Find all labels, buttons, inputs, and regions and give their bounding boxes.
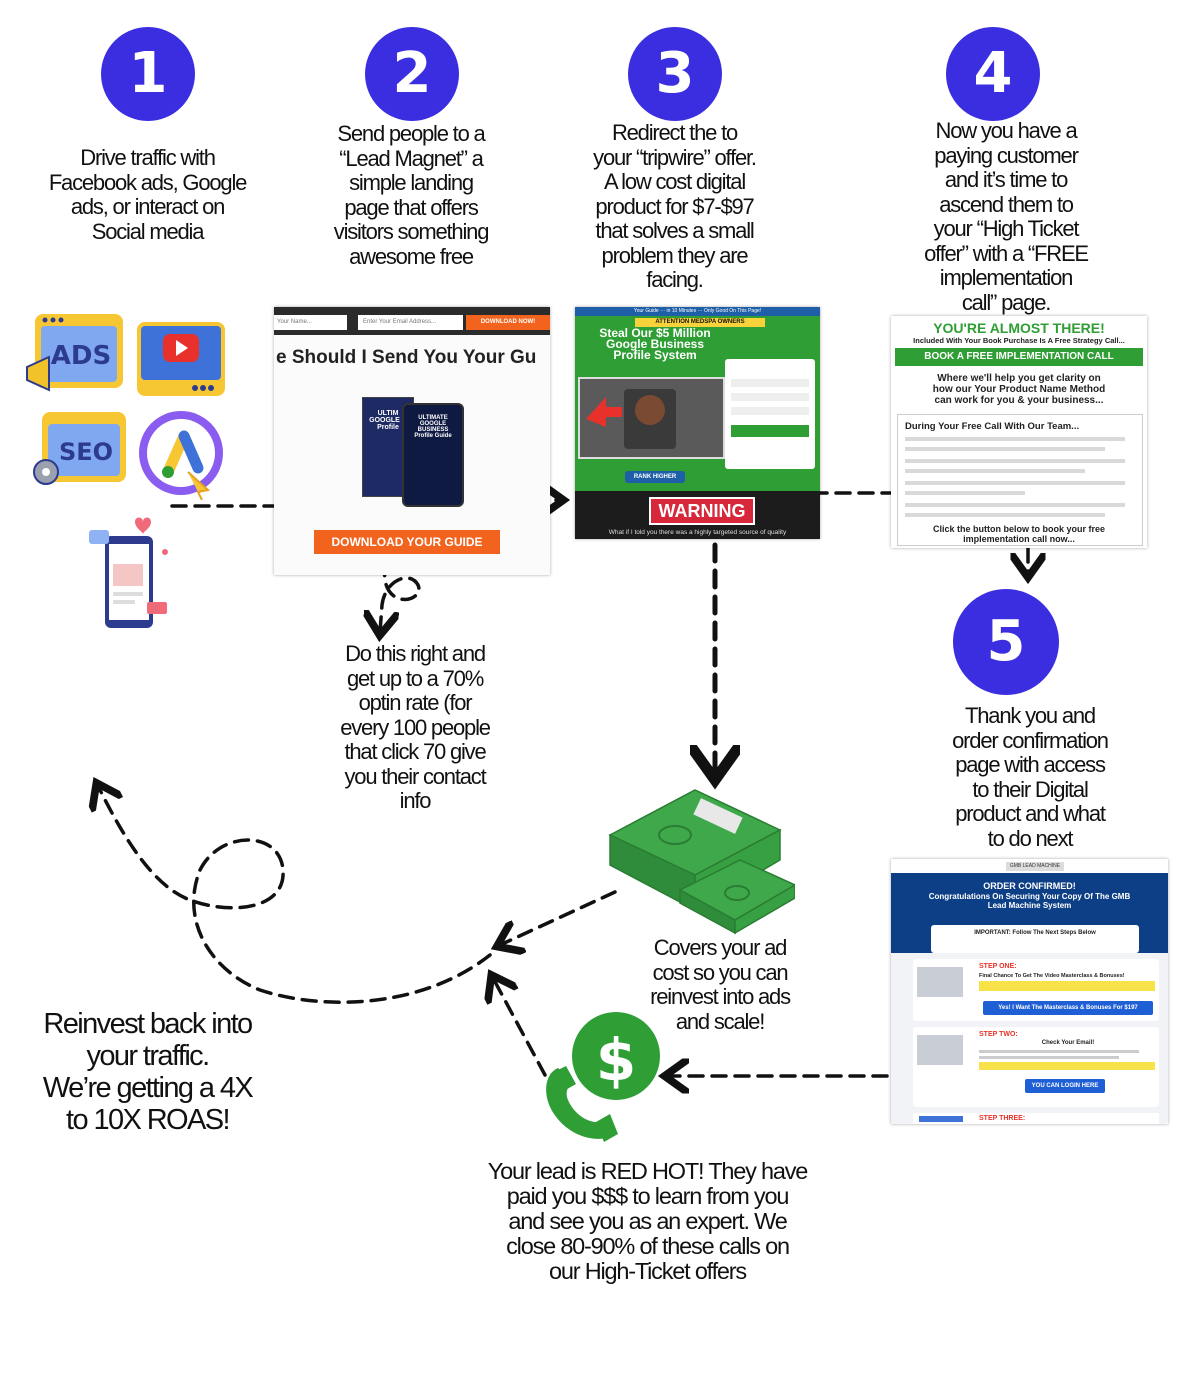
money-phone-icon: $ [540, 1010, 665, 1145]
ad-cost-note: Covers your ad cost so you can reinvest … [650, 935, 791, 1034]
step-two-heading: Check Your Email! [1041, 1040, 1095, 1046]
strategy-description: Where we'll help you get clarity on how … [932, 373, 1106, 406]
name-input[interactable]: Your Name... [274, 315, 347, 330]
book-call-button[interactable]: BOOK A FREE IMPLEMENTATION CALL [895, 348, 1143, 366]
download-guide-button[interactable]: DOWNLOAD YOUR GUIDE [314, 530, 500, 554]
warning-banner: WARNING [649, 497, 755, 525]
step-4-badge: 4 [946, 27, 1040, 121]
tripwire-headline: Steal Our $5 Million Google Business Pro… [599, 326, 711, 362]
svg-text:SEO: SEO [59, 438, 113, 466]
tripwire-video[interactable] [578, 377, 725, 459]
masterclass-button[interactable]: Yes! I Want The Masterclass & Bonuses Fo… [983, 1001, 1153, 1015]
step-2-badge: 2 [365, 27, 459, 121]
lead-page-headline: e Should I Send You Your Gu [276, 347, 537, 368]
step-1-badge: 1 [101, 27, 195, 121]
svg-text:ADS: ADS [51, 341, 111, 371]
strategy-subheadline: Included With Your Book Purchase Is A Fr… [913, 336, 1125, 345]
book-cover-2: ULTIMATE GOOGLE BUSINESS Profile Guide [402, 403, 464, 507]
optin-rate-note: Do this right and get up to a 70% optin … [340, 641, 491, 813]
youtube-icon [135, 320, 227, 400]
order-confirmation-page: GMB LEAD MACHINE ORDER CONFIRMED! Congra… [891, 859, 1168, 1124]
hot-lead-note: Your lead is RED HOT! They have paid you… [487, 1158, 809, 1284]
arrow-money-to-loop [500, 890, 617, 945]
order-confirmed-title: ORDER CONFIRMED! [983, 881, 1076, 891]
step-2-text: Send people to a “Lead Magnet” a simple … [333, 121, 490, 269]
confirm-logo: GMB LEAD MACHINE [1006, 862, 1064, 871]
attention-banner: ATTENTION MEDSPA OWNERS [635, 318, 765, 327]
svg-text:$: $ [596, 1026, 636, 1094]
email-input[interactable]: Enter Your Email Address... [358, 315, 463, 330]
during-call-heading: During Your Free Call With Our Team... [905, 421, 1080, 432]
money-stack-icon [605, 785, 797, 935]
lead-magnet-page: Your Name... Enter Your Email Address...… [274, 307, 550, 575]
strategy-closing-text: Click the button below to book your free… [932, 524, 1105, 544]
tripwire-topbar: Your Guide ··· in 10 Minutes ··· Only Go… [575, 307, 820, 316]
step-3-text: Redirect the to your “tripwire” offer. A… [593, 120, 757, 292]
step-one-heading: Final Chance To Get The Video Masterclas… [979, 973, 1125, 979]
strategy-call-page: YOU'RE ALMOST THERE! Included With Your … [891, 316, 1147, 548]
step-4-text: Now you have a paying customer and it’s … [924, 118, 1089, 315]
step-three-label: STEP THREE: [979, 1115, 1026, 1122]
step-5-badge: 5 [953, 589, 1059, 695]
social-phone-icon [85, 512, 185, 632]
order-confirmed-sub: Congratulations On Securing Your Copy Of… [928, 892, 1131, 910]
step-two-label: STEP TWO: [979, 1031, 1018, 1038]
arrow-phone-to-money [493, 978, 547, 1077]
login-here-button[interactable]: YOU CAN LOGIN HERE [1025, 1079, 1105, 1093]
google-ads-icon [138, 410, 228, 501]
step-one-label: STEP ONE: [979, 963, 1017, 970]
download-now-button[interactable]: DOWNLOAD NOW! [466, 315, 550, 330]
seo-icon: SEO [30, 410, 128, 492]
reinvest-note: Reinvest back into your traffic. We’re g… [42, 1008, 254, 1136]
step-3-badge: 3 [628, 27, 722, 121]
step-1-text: Drive traffic with Facebook ads, Google … [48, 145, 248, 244]
arrow-reinvest-loop [98, 786, 492, 1004]
rank-higher-button[interactable]: RANK HIGHER [625, 471, 685, 483]
ads-icon: ADS [25, 312, 125, 394]
tripwire-footer-text: What if I told you there was a highly ta… [608, 529, 787, 536]
tripwire-order-form[interactable] [725, 359, 815, 469]
tripwire-page: Your Guide ··· in 10 Minutes ··· Only Go… [575, 307, 820, 539]
strategy-headline: YOU'RE ALMOST THERE! [933, 320, 1105, 336]
important-box: IMPORTANT: Follow The Next Steps Below [931, 925, 1139, 953]
step-5-text: Thank you and order confirmation page wi… [952, 703, 1109, 851]
book-mockup: ULTIM GOOGLE B Profile ULTIMATE GOOGLE B… [360, 389, 470, 513]
